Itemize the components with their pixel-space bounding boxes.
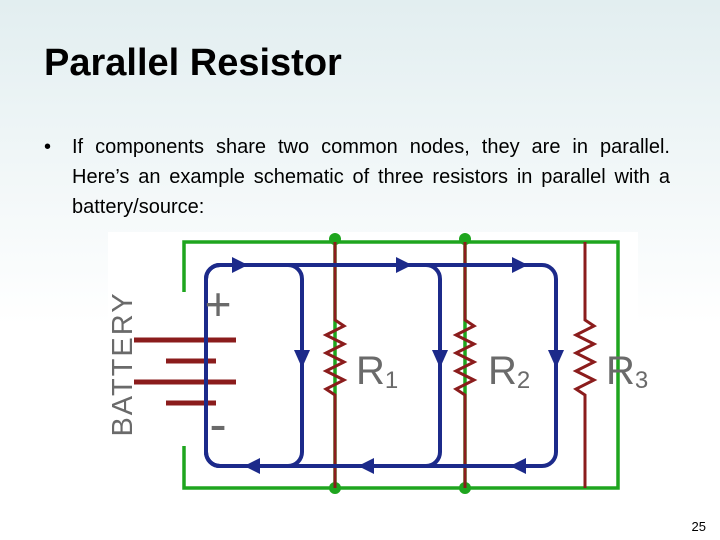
resistor-r1-zigzag — [322, 242, 348, 488]
current-arrows — [232, 257, 564, 474]
node-dot — [329, 233, 341, 245]
arrow-left — [244, 458, 260, 474]
node-dots — [329, 233, 471, 494]
arrow-down — [432, 350, 448, 368]
arrow-left — [358, 458, 374, 474]
battery-plus-sign: + — [205, 278, 232, 330]
bullet-marker: • — [44, 136, 52, 158]
resistor-r3-zigzag — [572, 242, 598, 488]
arrow-right — [396, 257, 412, 273]
resistor-branches — [322, 242, 598, 488]
bullet-text: If components share two common nodes, th… — [72, 136, 670, 218]
arrow-right — [232, 257, 248, 273]
arrow-right — [512, 257, 528, 273]
slide-title: Parallel Resistor — [44, 42, 342, 84]
bullet-item: • If components share two common nodes, … — [44, 132, 670, 222]
battery-symbol — [134, 337, 236, 406]
arrow-down — [548, 350, 564, 368]
resistor-label-r1: R1 — [356, 349, 398, 394]
parallel-circuit-schematic: BATTERY — [107, 232, 648, 496]
node-dot — [459, 233, 471, 245]
battery-minus-sign: - — [209, 396, 226, 454]
resistor-r2-zigzag — [452, 242, 478, 488]
arrow-down — [294, 350, 310, 368]
battery-label: BATTERY — [107, 291, 139, 436]
arrow-left — [510, 458, 526, 474]
resistor-label-r2: R2 — [488, 349, 530, 394]
page-number: 25 — [691, 519, 706, 534]
resistor-label-r3: R3 — [606, 349, 648, 394]
node-wires — [182, 240, 620, 490]
